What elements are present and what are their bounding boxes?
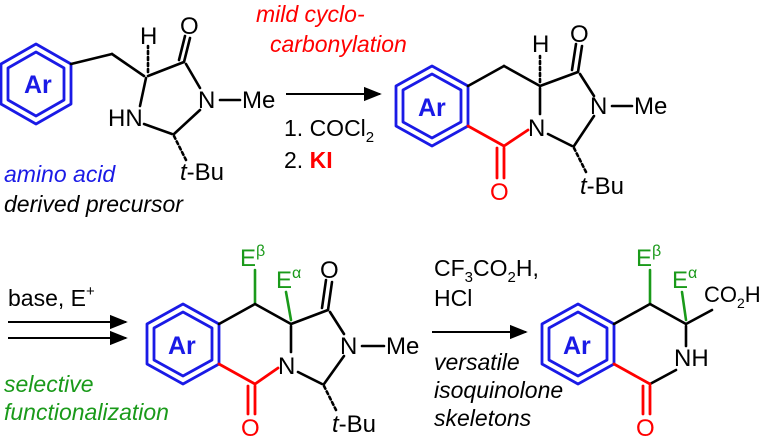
isoquinolone-product: Ar Eβ Eα CO2H NH O [540,243,761,441]
step2-reagent: base, E+ [8,283,95,311]
me-label-2: Me [634,93,667,120]
precursor-caption-line2: derived precursor [4,191,184,217]
e-beta-label-4: Eβ [636,243,661,272]
o-label: O [180,13,199,40]
step1-reagent2: 2. KI [284,147,333,173]
n-label-2b: N [528,115,545,142]
aryl-label-4: Ar [563,332,591,360]
step1-reagent1: 1. COCl2 [284,115,374,146]
benzyl-bond [69,52,114,66]
e-beta-label-3: Eβ [240,243,265,272]
co2h-label: CO2H [704,282,761,311]
h-label-2: H [532,31,549,58]
precursor-caption-line1: amino acid [4,161,116,187]
o-label-3: O [320,257,339,284]
n-label-3a: N [340,333,357,360]
carbonyl-o-label-4: O [636,415,655,441]
tbu-label: t-Bu [180,159,224,186]
aryl-ring-inner [6,50,66,118]
n-label-2a: N [590,93,607,120]
carbonyl-o-label-3: O [241,415,260,441]
hn-label: HN [108,105,143,132]
tbu-label-3: t-Bu [332,411,376,438]
nh-label: NH [674,345,709,372]
step1-title-line2: carbonylation [270,31,407,57]
aryl-ring-3-inner [152,310,214,378]
aryl-ring-4-inner [547,310,609,378]
e-alpha-label-3: Eα [276,265,301,294]
precursor-molecule: Ar H O N Me HN t-Bu [0,13,275,186]
carbonyl-o-label: O [490,179,509,206]
me-label-3: Me [386,333,419,360]
step3-reagent-line1: CF3CO2H, [434,255,539,286]
cyclized-product: Ar H O N Me N t-Bu O [394,21,667,206]
n-label-3b: N [278,353,295,380]
ch2-bond [110,52,146,78]
tbu-label-2: t-Bu [580,173,624,200]
step3-caption-line3: skeletons [434,405,532,431]
e-alpha-label-4: Eα [672,265,697,294]
aryl-ring-2-inner [401,72,463,140]
n-label: N [198,87,215,114]
me-label: Me [242,87,275,114]
step3-reagent-line2: HCl [434,285,472,311]
h-label: H [140,23,157,50]
step1-title-line1: mild cyclo- [256,1,365,27]
aryl-label-2: Ar [418,94,446,122]
step3-caption-line1: versatile [434,349,520,375]
o-label-2: O [570,21,589,48]
step3-caption-line2: isoquinolone [434,377,563,403]
aryl-label: Ar [24,71,52,99]
aryl-label-3: Ar [168,332,196,360]
step2-caption-line1: selective [4,371,93,397]
step2-caption-line2: functionalization [4,399,169,425]
functionalized-product: Ar Eβ Eα O N Me N t-Bu O [145,243,419,441]
